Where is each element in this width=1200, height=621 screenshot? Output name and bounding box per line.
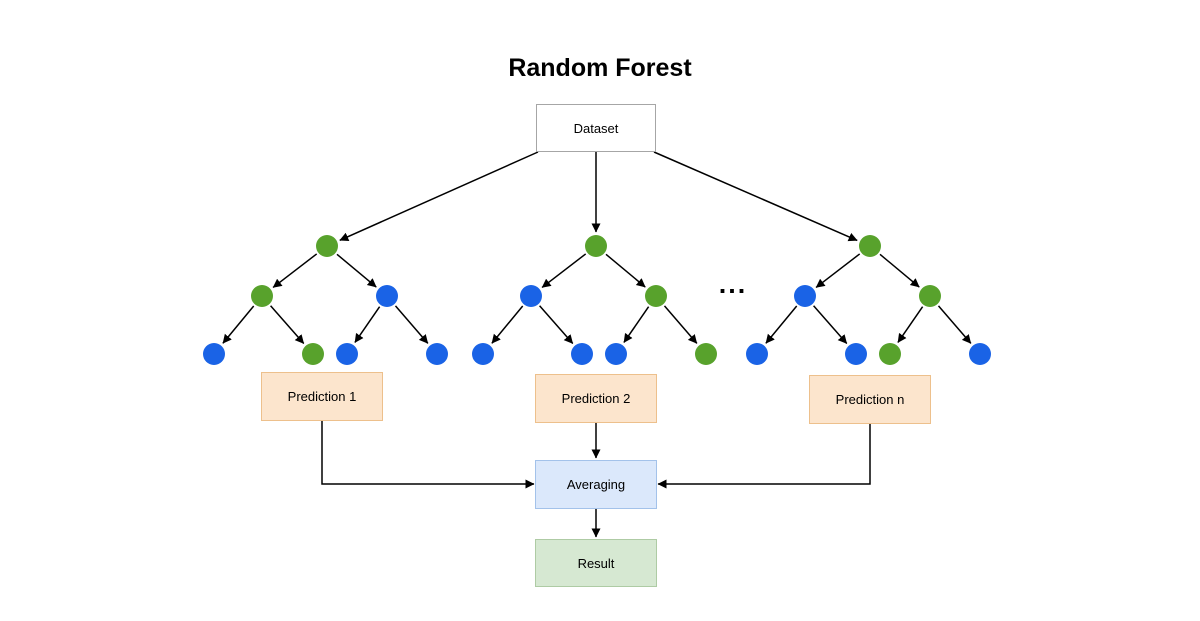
prediction-1-node: Prediction 1	[261, 372, 383, 421]
tree-2-leaf-3-node	[695, 343, 717, 365]
tree-n-edge-child-leaf-2	[897, 306, 924, 343]
result-node: Result	[535, 539, 657, 587]
tree-1-leaf-2-node	[336, 343, 358, 365]
diagram-title: Random Forest	[508, 54, 692, 82]
tree-n-edge-child-leaf-3	[937, 305, 972, 344]
tree-1-edge-child-leaf-2	[354, 306, 381, 343]
averaging-node: Averaging	[535, 460, 657, 509]
tree-1-edge-root-child-1	[336, 253, 377, 288]
prediction-n-node: Prediction n	[809, 375, 931, 424]
tree-1-edge-child-leaf-1	[270, 305, 305, 344]
tree-2-edge-child-leaf-2	[623, 306, 650, 343]
edge-dataset-to-tree-1	[339, 151, 539, 241]
tree-n-root-node	[859, 235, 881, 257]
tree-1-leaf-3-node	[426, 343, 448, 365]
tree-2-edge-root-child-1	[605, 253, 646, 288]
edge-prediction-1-to-averaging	[321, 421, 535, 489]
tree-2-edge-child-leaf-0	[491, 305, 524, 344]
tree-1-edge-child-leaf-3	[394, 305, 429, 344]
tree-2-edge-root-child-0	[541, 253, 587, 289]
tree-2-leaf-1-node	[571, 343, 593, 365]
tree-2-leaf-2-node	[605, 343, 627, 365]
tree-1-child-0-node	[251, 285, 273, 307]
tree-2-edge-child-leaf-1	[539, 305, 574, 344]
tree-2-leaf-0-node	[472, 343, 494, 365]
tree-n-edge-root-child-0	[815, 253, 861, 289]
tree-n-leaf-1-node	[845, 343, 867, 365]
tree-1-child-1-node	[376, 285, 398, 307]
tree-2-child-1-node	[645, 285, 667, 307]
dataset-node: Dataset	[536, 104, 656, 152]
tree-n-child-1-node	[919, 285, 941, 307]
tree-2-root-node	[585, 235, 607, 257]
tree-n-edge-root-child-1	[879, 253, 920, 288]
ellipsis-more-trees: ...	[718, 269, 748, 299]
tree-1-leaf-1-node	[302, 343, 324, 365]
tree-n-leaf-3-node	[969, 343, 991, 365]
tree-n-leaf-0-node	[746, 343, 768, 365]
edge-prediction-n-to-averaging	[657, 424, 871, 489]
prediction-2-node: Prediction 2	[535, 374, 657, 423]
tree-2-child-0-node	[520, 285, 542, 307]
tree-n-leaf-2-node	[879, 343, 901, 365]
tree-1-leaf-0-node	[203, 343, 225, 365]
edge-dataset-to-tree-n	[653, 151, 858, 242]
tree-n-edge-child-leaf-1	[813, 305, 848, 344]
tree-2-edge-child-leaf-3	[663, 305, 698, 344]
tree-n-edge-child-leaf-0	[765, 305, 798, 344]
tree-1-root-node	[316, 235, 338, 257]
tree-1-edge-root-child-0	[272, 253, 318, 289]
tree-n-child-0-node	[794, 285, 816, 307]
tree-1-edge-child-leaf-0	[222, 305, 255, 344]
